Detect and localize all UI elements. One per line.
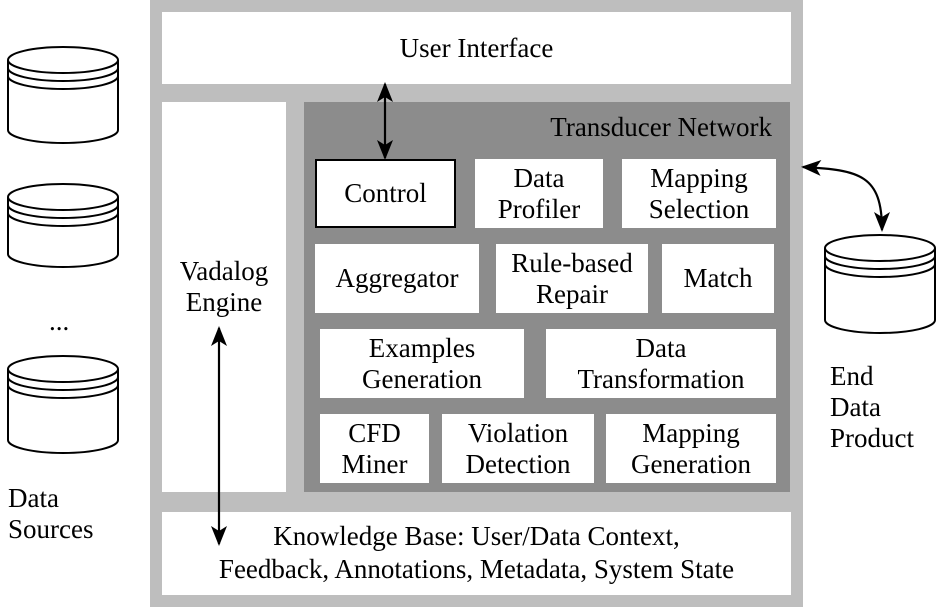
data-source-database-icon	[7, 183, 119, 268]
mapping-selection-module: Mapping Selection	[622, 159, 776, 228]
examples-generation-module: Examples Generation	[320, 329, 524, 398]
transducer-network-title: Transducer Network	[550, 112, 772, 142]
user-interface-label: User Interface	[399, 32, 554, 63]
end-data-product-label: End Data Product	[830, 361, 914, 453]
knowledge-base-box	[162, 512, 791, 595]
mapping-generation-module: Mapping Generation	[606, 414, 776, 483]
violation-detection-module: Violation Detection	[442, 414, 594, 483]
data-sources-ellipsis: ...	[49, 306, 70, 336]
control-module: Control	[315, 159, 456, 228]
data-profiler-module: Data Profiler	[475, 159, 603, 228]
match-module: Match	[662, 244, 774, 313]
data-source-database-icon	[7, 46, 119, 144]
vadalog-engine-label: Vadalog Engine	[179, 256, 269, 317]
knowledge-base-label: Knowledge Base: User/Data Context, Feedb…	[218, 521, 735, 584]
end-product-arrow	[801, 159, 890, 232]
cfd-miner-module: CFD Miner	[320, 414, 429, 483]
data-transformation-module: Data Transformation	[546, 329, 776, 398]
rule-based-repair-module: Rule-based Repair	[496, 244, 648, 313]
user-interface-box: User Interface	[162, 12, 791, 84]
data-source-database-icon	[7, 355, 119, 454]
data-sources-label: Data Sources	[8, 483, 94, 544]
aggregator-module: Aggregator	[315, 244, 479, 313]
end-product-database-icon	[824, 234, 936, 334]
